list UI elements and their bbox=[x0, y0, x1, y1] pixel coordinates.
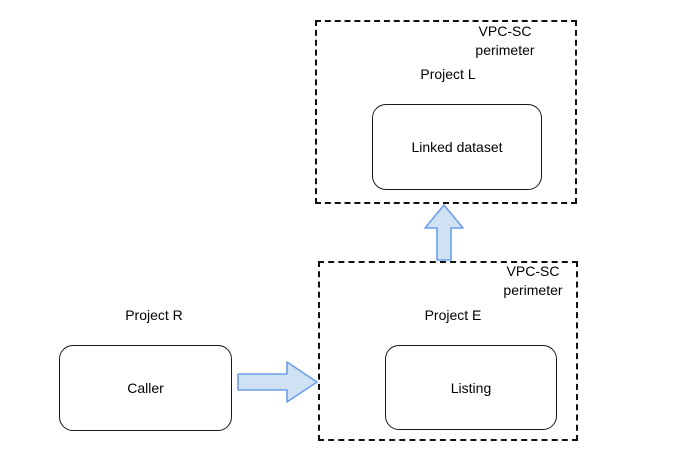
arrow-right-icon bbox=[237, 361, 318, 403]
arrow-up-icon bbox=[424, 204, 464, 261]
listing-node: Listing bbox=[385, 345, 557, 430]
project-e-label: Project E bbox=[424, 307, 482, 323]
perimeter-top-label: VPC-SC perimeter bbox=[475, 23, 535, 58]
vpc-sc-perimeter-project-l bbox=[315, 20, 577, 204]
project-l-label: Project L bbox=[420, 66, 476, 82]
caller-node: Caller bbox=[59, 345, 232, 431]
project-r-label: Project R bbox=[125, 307, 183, 323]
vpc-sc-perimeter-project-e bbox=[318, 261, 578, 441]
linked-dataset-node: Linked dataset bbox=[372, 104, 542, 190]
linked-dataset-label: Linked dataset bbox=[411, 139, 503, 155]
perimeter-bottom-label: VPC-SC perimeter bbox=[503, 263, 563, 298]
listing-label: Listing bbox=[450, 379, 492, 396]
caller-label: Caller bbox=[127, 380, 164, 396]
